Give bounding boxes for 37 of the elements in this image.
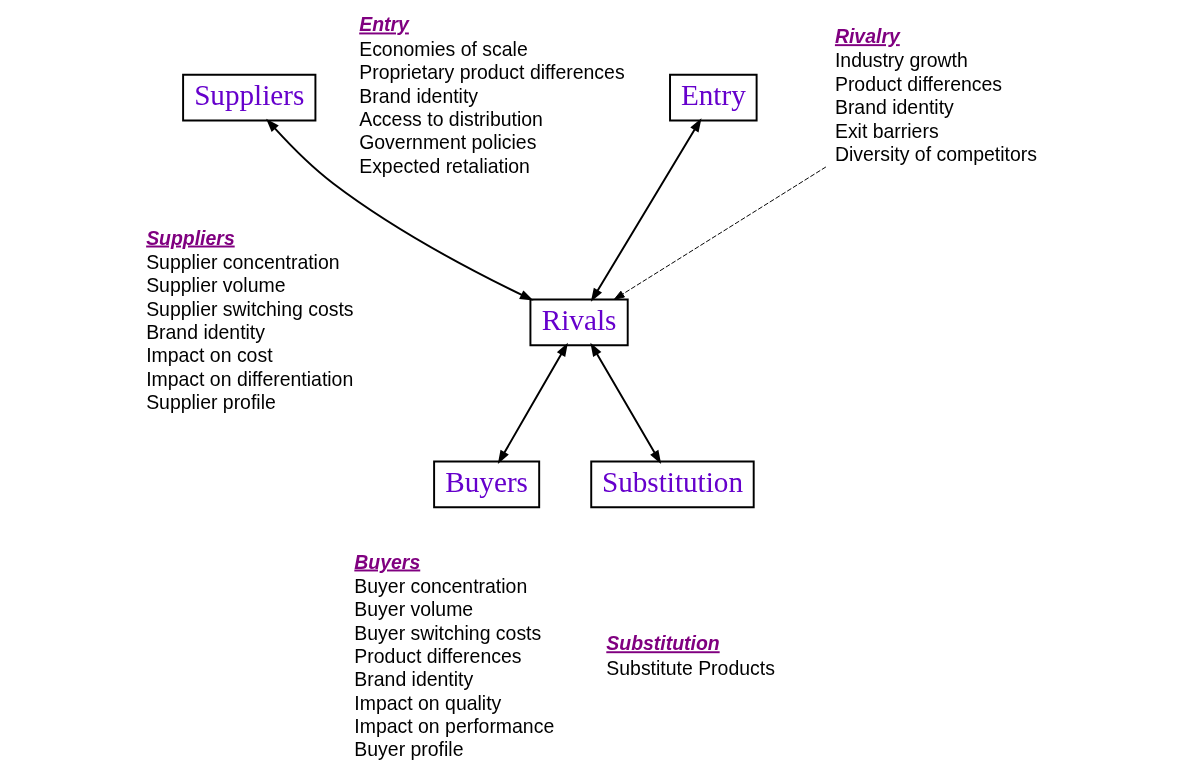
label: Supplier concentration — [146, 250, 340, 273]
label: Buyer profile — [354, 738, 464, 761]
arrow — [590, 342, 662, 464]
label: Expected retaliation — [359, 154, 530, 177]
arrow — [497, 342, 568, 465]
label: Supplier profile — [146, 390, 276, 413]
label: Brand identity — [354, 668, 474, 691]
label: Brand identity — [146, 320, 265, 343]
label: Substitute Products — [606, 656, 775, 679]
node-box: Entry — [669, 73, 758, 122]
label: Impact on performance — [354, 714, 555, 737]
label: Impact on differentiation — [146, 367, 354, 390]
label: Suppliers — [146, 226, 235, 249]
label: Impact on quality — [354, 691, 502, 714]
label: Buyers — [354, 550, 421, 573]
label: Buyer switching costs — [354, 621, 542, 644]
node-box: Suppliers — [182, 73, 317, 122]
node-box: Rivals — [529, 298, 629, 347]
label: Buyer volume — [354, 598, 474, 621]
label: Entry — [359, 13, 409, 36]
label: Supplier volume — [146, 274, 286, 297]
label: Supplier switching costs — [146, 297, 354, 320]
label: Substitution — [606, 632, 720, 655]
label: Economies of scale — [359, 37, 528, 60]
node-box: Buyers — [433, 460, 541, 509]
label: Impact on cost — [146, 344, 273, 367]
arrow — [590, 118, 702, 302]
label: Brand identity — [359, 84, 479, 107]
label: Proprietary product differences — [359, 61, 625, 84]
arrow — [266, 118, 534, 301]
label: Access to distribution — [359, 107, 543, 130]
arrow — [613, 166, 827, 300]
label: Product differences — [354, 644, 522, 667]
node-box: Substitution — [590, 460, 755, 509]
label: Government policies — [359, 131, 537, 154]
node-text: Rivalry Industry growth Product differences Brand identity Exit barriers Diversity of competitors — [834, 25, 1037, 165]
label: Buyer concentration — [354, 574, 528, 597]
